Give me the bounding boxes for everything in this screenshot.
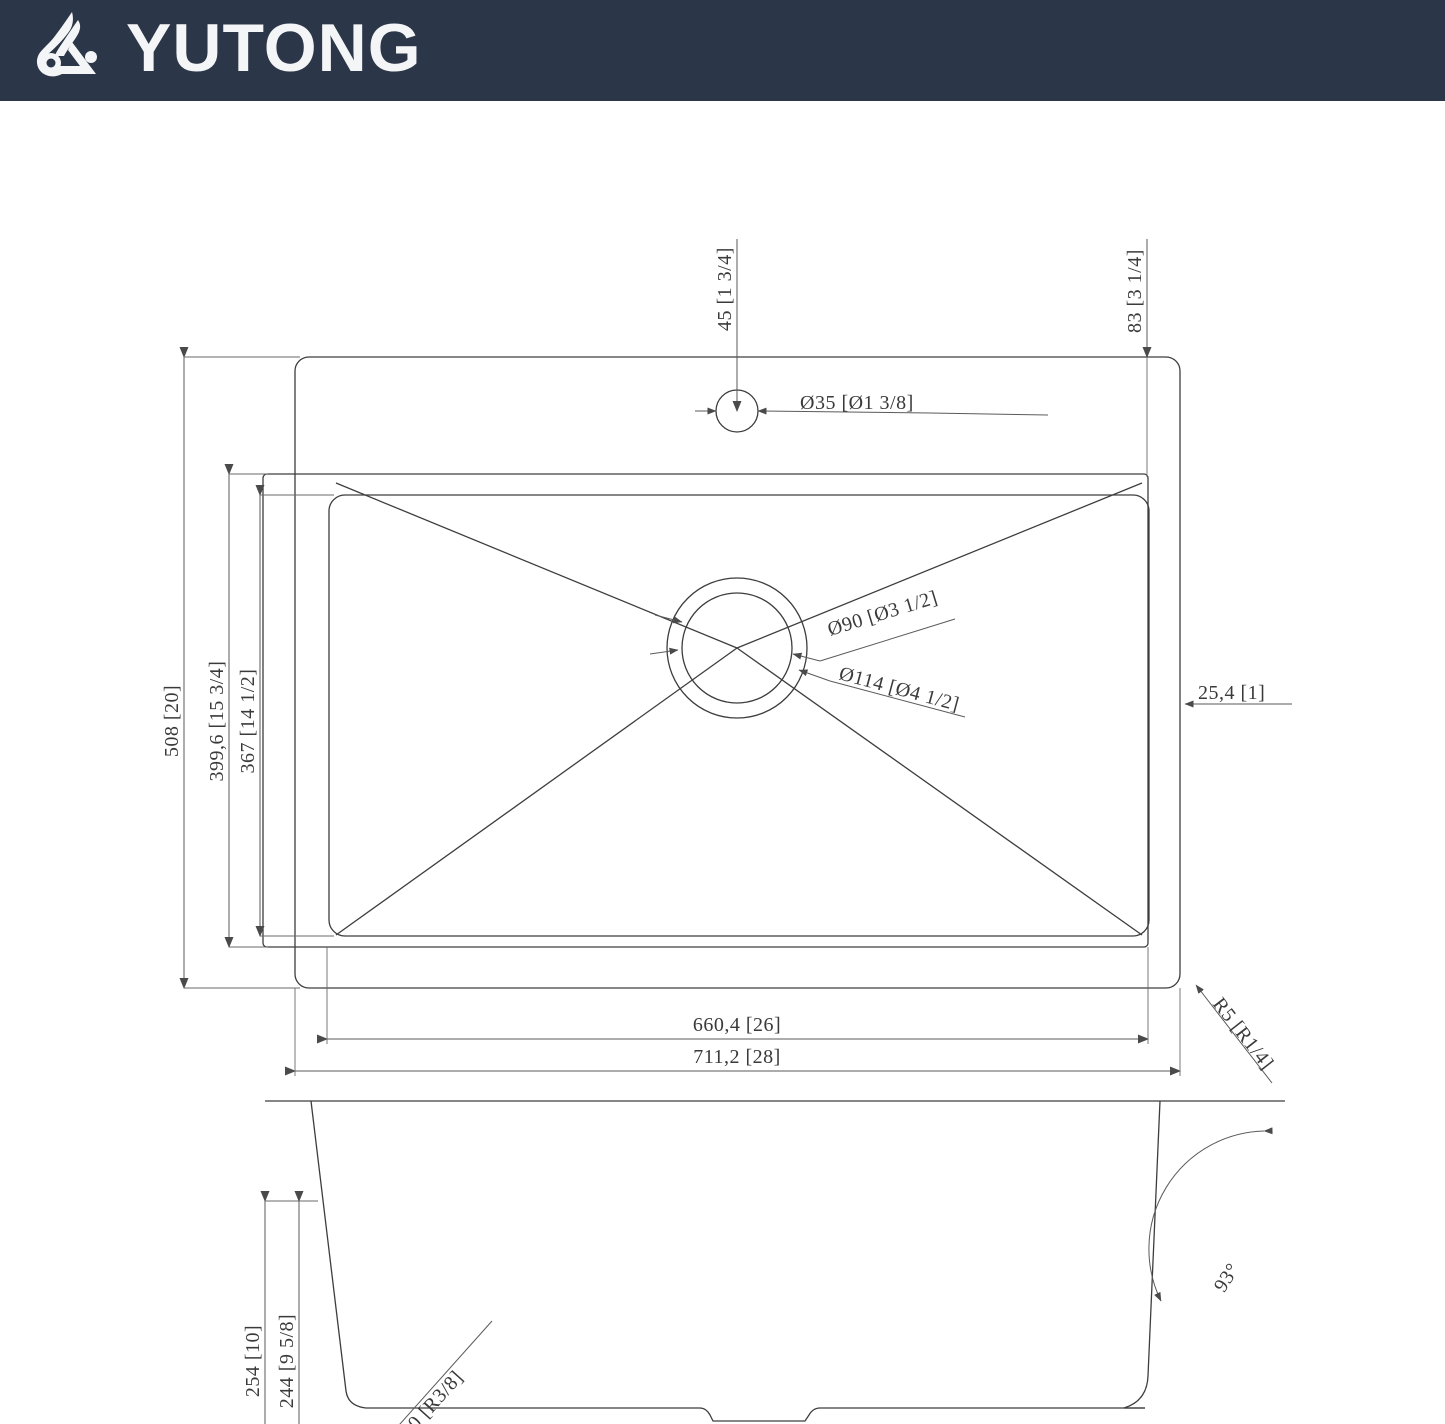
dim-bowl-outer-height: 399,6 [15 3/4] xyxy=(206,464,268,948)
dim-faucet-hole-offset: 45 [1 3/4] xyxy=(714,239,742,412)
dim-overall-depth: 254 [10] xyxy=(242,1191,318,1424)
dim-bowl-width-label: 660,4 [26] xyxy=(693,1014,781,1036)
dim-rim-width-label: 25,4 [1] xyxy=(1198,682,1265,704)
dim-overall-height: 508 [20] xyxy=(161,347,300,989)
dim-right-edge-offset-label: 83 [3 1/4] xyxy=(1124,249,1146,333)
dim-overall-height-label: 508 [20] xyxy=(161,685,183,757)
section-right-wall xyxy=(1123,1100,1161,1409)
sink-drawing-svg: 45 [1 3/4] Ø35 [Ø1 3/8] 83 [3 1/4] xyxy=(161,239,1292,1424)
dim-bowl-width: 660,4 [26] xyxy=(317,947,1149,1044)
dim-bottom-radius-label: R10 [R3/8] xyxy=(387,1367,467,1424)
dim-right-edge-offset: 83 [3 1/4] xyxy=(1124,239,1152,477)
dim-overall-width: 711,2 [28] xyxy=(285,988,1181,1076)
technical-drawing-canvas: 45 [1 3/4] Ø35 [Ø1 3/8] 83 [3 1/4] xyxy=(0,101,1445,1424)
dim-drain-inner-dia: Ø90 [Ø3 1/2] xyxy=(654,586,956,662)
dim-faucet-hole-offset-label: 45 [1 3/4] xyxy=(714,247,736,331)
dim-bowl-depth: 244 [9 5/8] xyxy=(276,1191,318,1424)
section-left-wall xyxy=(310,1100,367,1409)
dim-rim-width: 25,4 [1] xyxy=(1184,682,1292,708)
dim-faucet-hole-dia-label: Ø35 [Ø1 3/8] xyxy=(800,392,914,414)
drain-outer-circle xyxy=(666,577,808,719)
sink-deck-outline xyxy=(294,356,1181,989)
dim-wall-angle: 93° xyxy=(1148,1127,1273,1302)
rabbit-mark-icon xyxy=(36,12,97,77)
dim-drain-outer-dia: Ø114 [Ø4 1/2] xyxy=(649,647,966,718)
dim-bowl-outer-height-label: 399,6 [15 3/4] xyxy=(206,661,228,782)
section-bottom-line xyxy=(366,1407,1145,1422)
dim-corner-radius: R5 [R1/4] xyxy=(1195,984,1278,1084)
dim-overall-depth-label: 254 [10] xyxy=(242,1325,264,1397)
section-view-geometry xyxy=(265,1100,1285,1422)
dim-bowl-inner-height-label: 367 [14 1/2] xyxy=(237,669,259,774)
bowl-inner-rect xyxy=(328,494,1150,937)
dim-overall-width-label: 711,2 [28] xyxy=(693,1046,781,1068)
brand-header-bar: YUTONG xyxy=(0,0,1445,101)
brand-lockup: YUTONG xyxy=(28,8,422,88)
dim-bowl-inner-height: 367 [14 1/2] xyxy=(237,485,334,937)
dim-drain-inner-dia-label: Ø90 [Ø3 1/2] xyxy=(825,586,940,640)
dim-drain-outer-dia-label: Ø114 [Ø4 1/2] xyxy=(837,663,962,716)
drain-inner-circle xyxy=(681,592,793,704)
dim-faucet-hole-dia: Ø35 [Ø1 3/8] xyxy=(695,392,1049,416)
brand-wordmark: YUTONG xyxy=(126,10,422,86)
dim-wall-angle-label: 93° xyxy=(1210,1259,1245,1296)
top-view-geometry xyxy=(262,356,1181,989)
bowl-taper-lines xyxy=(335,482,1143,936)
dim-corner-radius-label: R5 [R1/4] xyxy=(1208,994,1278,1075)
dim-bowl-depth-label: 244 [9 5/8] xyxy=(276,1314,298,1408)
